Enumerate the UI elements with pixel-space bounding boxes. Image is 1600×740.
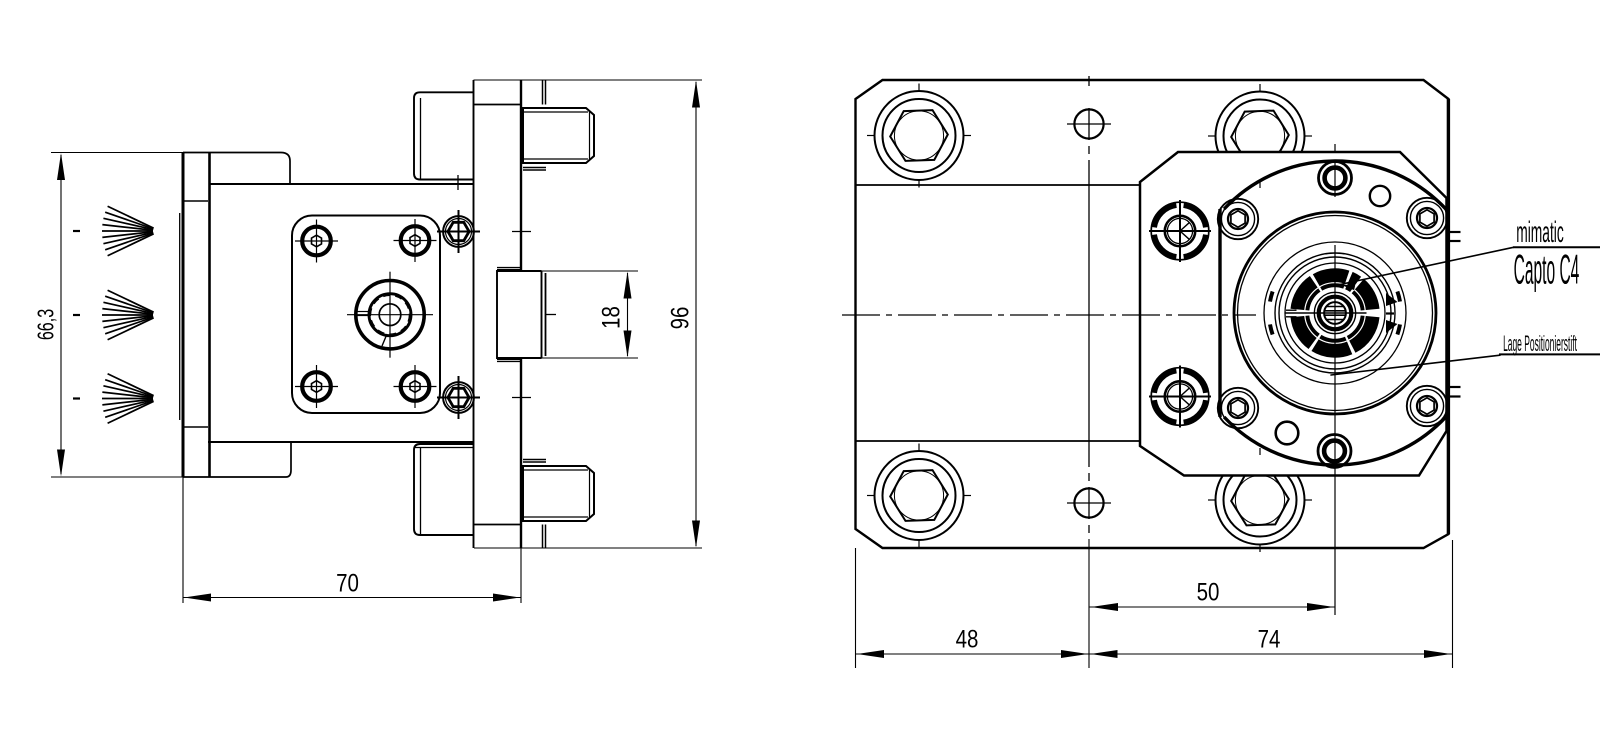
svg-text:66,3: 66,3 bbox=[34, 309, 59, 340]
svg-text:70: 70 bbox=[336, 569, 359, 597]
svg-text:74: 74 bbox=[1258, 625, 1281, 653]
svg-text:Lage Positionierstift: Lage Positionierstift bbox=[1503, 331, 1577, 356]
svg-text:Capto C4: Capto C4 bbox=[1514, 245, 1580, 293]
svg-text:mimatic: mimatic bbox=[1516, 215, 1564, 248]
svg-text:96: 96 bbox=[666, 307, 694, 330]
svg-text:50: 50 bbox=[1197, 578, 1220, 606]
svg-text:18: 18 bbox=[597, 306, 625, 329]
svg-text:48: 48 bbox=[956, 625, 979, 653]
